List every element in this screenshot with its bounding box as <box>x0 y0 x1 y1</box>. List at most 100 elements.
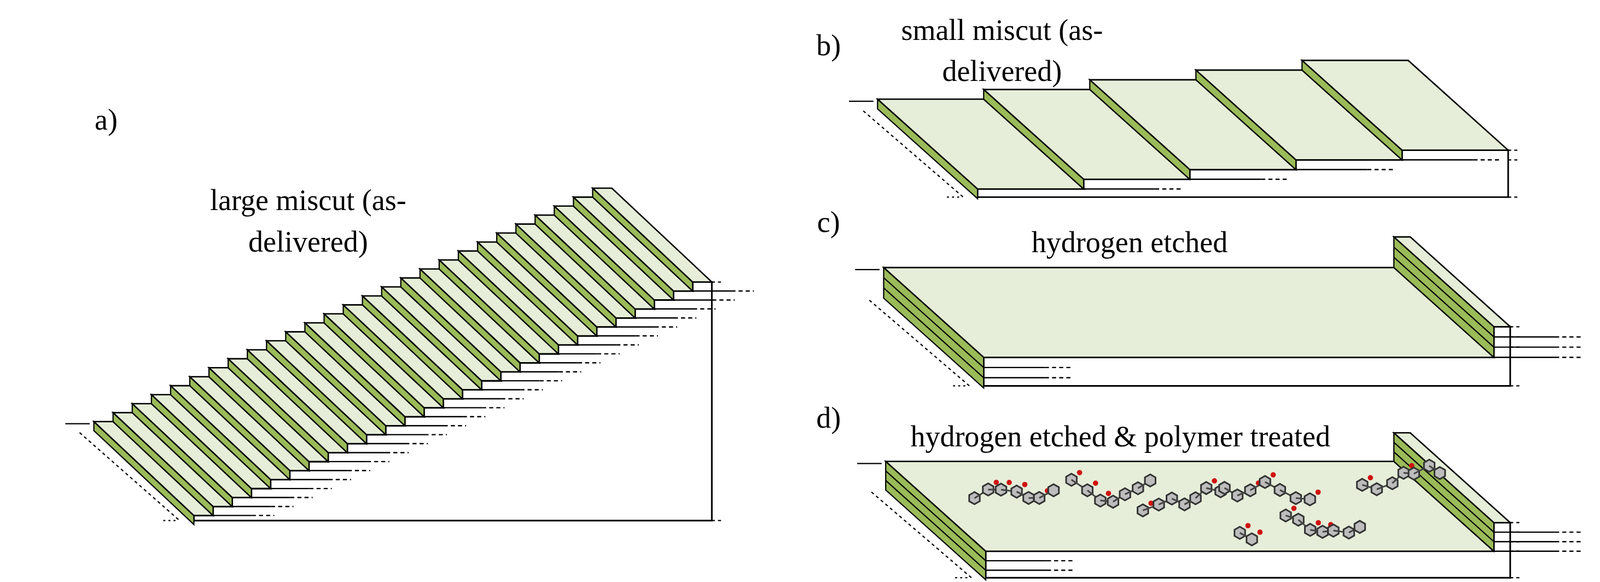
oxygen-atom <box>1092 480 1099 486</box>
layer-line <box>501 380 540 382</box>
molecule-ring <box>1274 484 1285 497</box>
layer-line <box>1555 336 1584 338</box>
dotted-edge <box>863 111 964 198</box>
layer-line <box>443 406 482 409</box>
riser-layer <box>1393 442 1494 533</box>
drawing-stroke <box>1510 346 1523 348</box>
layer-line <box>309 469 348 471</box>
layer-line <box>635 317 674 319</box>
drawing-stroke <box>711 281 724 283</box>
layer-line <box>520 388 543 391</box>
dotted-edge <box>79 432 180 521</box>
drawing-stroke <box>1510 356 1523 358</box>
step-riser <box>592 188 693 292</box>
molecule-ring <box>1354 520 1365 533</box>
molecule-ring <box>1259 475 1271 488</box>
layer-line <box>692 290 732 292</box>
drawing-stroke <box>1508 149 1521 151</box>
layer-line <box>251 496 291 498</box>
step-terrace <box>883 267 1494 358</box>
drawing-stroke <box>854 269 880 271</box>
layer-line <box>1189 178 1262 180</box>
layer-line <box>712 299 735 301</box>
layer-line <box>616 344 639 346</box>
oxygen-atom <box>993 479 999 486</box>
drawing-stroke <box>1508 196 1521 198</box>
layer-line <box>1261 178 1290 180</box>
layer-line <box>1493 336 1556 338</box>
layer-line <box>654 326 678 328</box>
molecule-ring <box>1246 533 1258 546</box>
drawing-stroke <box>163 520 178 522</box>
panel-letter: c) <box>817 201 841 244</box>
drawing-stroke <box>711 520 724 522</box>
layer-line <box>309 487 333 490</box>
layer-line <box>1555 346 1584 348</box>
step-terrace <box>592 188 712 283</box>
layer-line <box>385 433 425 435</box>
drawing-stroke <box>1510 531 1523 533</box>
drawing-stroke <box>955 577 970 579</box>
riser-layer <box>1393 247 1494 337</box>
layer-line <box>985 569 1047 571</box>
panel-caption: hydrogen etched <box>1031 222 1228 264</box>
oxygen-atom <box>1367 475 1373 481</box>
layer-line <box>1367 169 1396 171</box>
layer-line <box>731 290 754 292</box>
drawing-stroke <box>1510 521 1523 523</box>
molecule-ring <box>1304 493 1316 506</box>
layer-line <box>673 317 697 319</box>
oxygen-atom <box>1315 489 1322 496</box>
oxygen-atom <box>1106 490 1112 497</box>
step-riser <box>1393 432 1494 551</box>
drawing-stroke <box>711 290 724 292</box>
panel-letter: d) <box>816 397 841 440</box>
layer-line <box>1555 540 1584 543</box>
layer-line <box>1401 159 1474 161</box>
layer-line <box>1555 550 1584 552</box>
molecule-ring <box>1107 495 1119 508</box>
layer-line <box>443 425 467 427</box>
layer-line <box>1295 169 1368 171</box>
molecule-ring <box>1011 485 1022 498</box>
layer-line <box>983 376 1045 378</box>
layer-line <box>983 367 1045 369</box>
molecule-ring <box>1048 484 1059 497</box>
layer-line <box>1493 531 1556 533</box>
panel-letter: b) <box>816 25 841 67</box>
layer-line <box>1555 356 1584 358</box>
layer-line <box>577 344 617 346</box>
dotted-edge <box>871 491 972 578</box>
panel-caption: small miscut (as-delivered) <box>898 9 1107 93</box>
layer-line <box>232 505 272 508</box>
drawing-stroke <box>952 385 968 387</box>
layer-line <box>559 371 582 373</box>
layer-line <box>328 461 368 463</box>
drawing-stroke <box>1510 336 1523 338</box>
layer-line <box>673 299 713 301</box>
layer-line <box>1046 569 1076 571</box>
layer-line <box>1044 376 1074 378</box>
molecule-ring <box>1166 492 1178 505</box>
oxygen-atom <box>1270 472 1277 478</box>
layer-line <box>270 505 294 508</box>
drawing-stroke <box>1508 159 1521 161</box>
layer-line <box>1473 159 1503 161</box>
oxygen-atom <box>1291 505 1297 511</box>
layer-line <box>520 371 560 373</box>
molecule-ring <box>1371 483 1382 496</box>
oxygen-atom <box>1315 520 1322 526</box>
step-terrace <box>1301 60 1509 150</box>
drawing-stroke <box>946 196 962 198</box>
layer-line <box>404 425 444 427</box>
layer-line <box>693 308 716 310</box>
drawing-stroke <box>1510 550 1523 552</box>
layer-line <box>481 388 521 391</box>
layer-line <box>328 479 352 481</box>
molecule-ring <box>1144 474 1156 487</box>
molecule-ring <box>1081 484 1093 497</box>
layer-line <box>539 380 562 382</box>
step-riser <box>1393 236 1494 358</box>
drawing-stroke <box>1510 326 1523 328</box>
